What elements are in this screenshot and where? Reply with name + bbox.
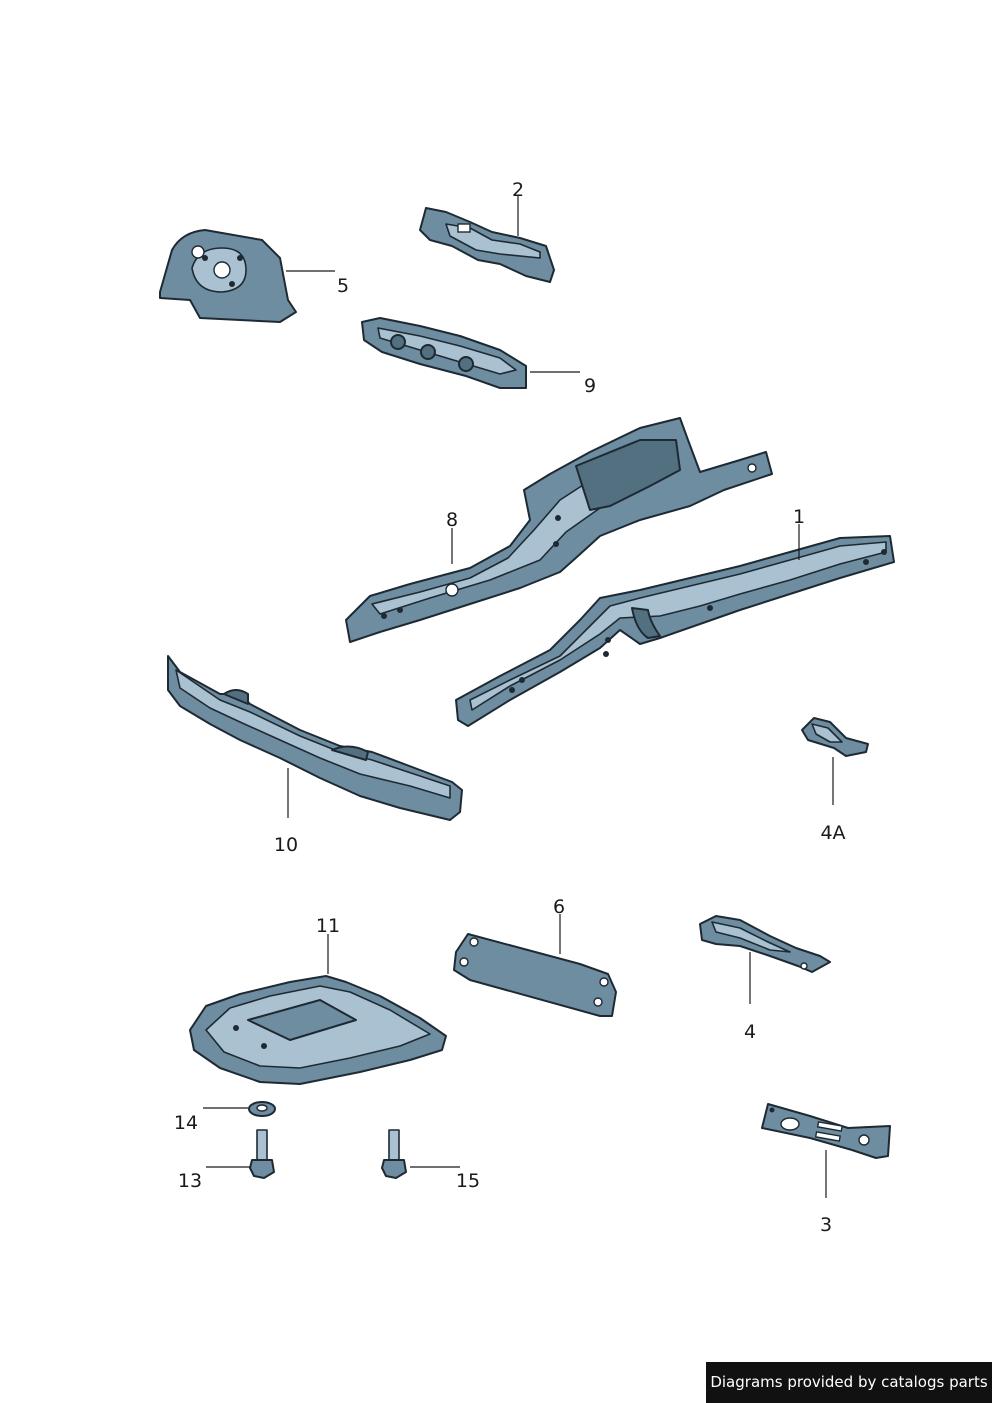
- part-11-floor-pan[interactable]: [189, 975, 447, 1085]
- part-14-washer[interactable]: [248, 1101, 276, 1117]
- callout-3: 3: [820, 1214, 832, 1236]
- callout-10: 10: [274, 834, 298, 856]
- part-5-bracket[interactable]: [159, 229, 297, 323]
- part-1-side-member[interactable]: [455, 535, 895, 727]
- part-9-reinforcement[interactable]: [361, 317, 527, 389]
- part-4-bracket[interactable]: [699, 915, 831, 973]
- callout-1: 1: [793, 506, 805, 528]
- callout-2: 2: [512, 179, 524, 201]
- callout-15: 15: [456, 1170, 480, 1192]
- callout-11: 11: [316, 915, 340, 937]
- callout-6: 6: [553, 896, 565, 918]
- callout-4: 4: [744, 1021, 756, 1043]
- part-6-plate[interactable]: [453, 933, 617, 1017]
- part-10-crossmember[interactable]: [167, 655, 463, 821]
- callout-8: 8: [446, 509, 458, 531]
- callout-4a: 4A: [820, 822, 845, 844]
- leader-lines: [203, 196, 834, 1198]
- credit-banner: Diagrams provided by catalogs parts: [706, 1362, 992, 1403]
- part-15-bolt[interactable]: [381, 1129, 407, 1179]
- part-13-bolt[interactable]: [249, 1129, 275, 1179]
- callout-labels: 2 5 9 8 1 10 4A 11 6 4 14 13 15 3: [174, 179, 846, 1236]
- part-2-bracket[interactable]: [419, 207, 555, 283]
- part-4a-bracket[interactable]: [801, 717, 869, 757]
- part-3-bracket-plate[interactable]: [761, 1103, 891, 1159]
- callout-13: 13: [178, 1170, 202, 1192]
- part-8-side-member[interactable]: [345, 417, 773, 643]
- callout-9: 9: [584, 375, 596, 397]
- callout-14: 14: [174, 1112, 198, 1134]
- callout-5: 5: [337, 275, 349, 297]
